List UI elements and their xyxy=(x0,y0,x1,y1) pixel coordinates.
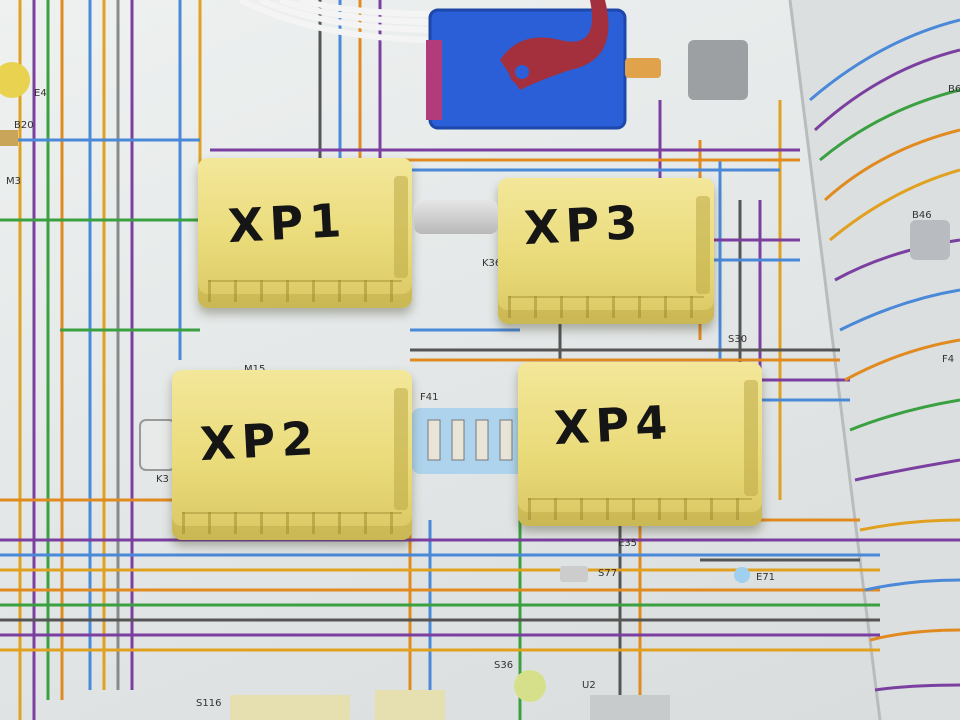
connector-label-xp4: XP4 xyxy=(552,394,675,456)
connector-xp3: XP3 xyxy=(498,178,714,324)
cylinder-component xyxy=(414,200,498,234)
label-f4: F4 xyxy=(942,354,955,365)
label-s30: S30 xyxy=(728,334,748,345)
connector-label-xp2: XP2 xyxy=(198,410,321,472)
label-m3: M3 xyxy=(6,176,21,187)
label-b46: B46 xyxy=(912,210,932,221)
connector-label-xp3: XP3 xyxy=(522,194,645,256)
label-e71: E71 xyxy=(756,572,776,583)
label-f41: F41 xyxy=(420,392,439,403)
label-b6: B6 xyxy=(948,84,960,95)
label-u2: U2 xyxy=(582,680,596,691)
label-k3: K3 xyxy=(156,474,169,485)
label-e35: E35 xyxy=(618,538,638,549)
connector-xp4: XP4 xyxy=(518,362,762,526)
label-b20: B20 xyxy=(14,120,34,131)
connector-xp1: XP1 xyxy=(198,158,412,308)
label-m15: M15 xyxy=(244,364,265,375)
label-s116: S116 xyxy=(196,698,222,709)
connector-xp2: XP2 xyxy=(172,370,412,540)
label-s36: S36 xyxy=(494,660,514,671)
connector-label-xp1: XP1 xyxy=(226,192,349,254)
label-e4: E4 xyxy=(34,88,47,99)
label-s77: S77 xyxy=(598,568,618,579)
label-k36: K36 xyxy=(482,258,502,269)
